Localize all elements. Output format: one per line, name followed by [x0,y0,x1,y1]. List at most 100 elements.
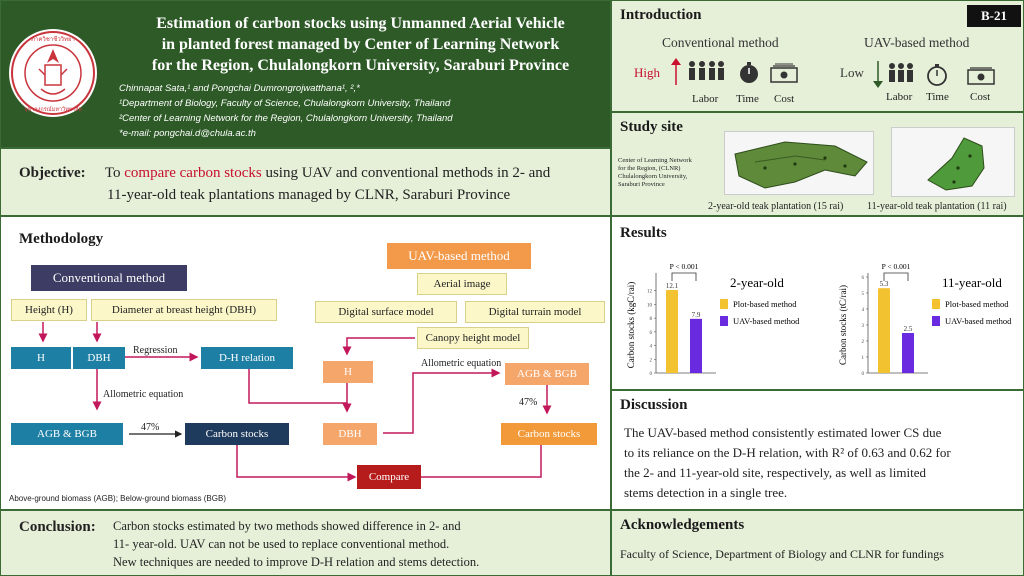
allometric-label-1: Allometric equation [103,389,184,400]
objective-panel: Objective: To compare carbon stocks usin… [0,148,611,216]
chart-0-ytick-label-5: 10 [647,303,653,308]
money-high-icon [770,63,798,83]
agb-bgb-box-conventional: AGB & BGB [11,423,123,445]
methodology-footnote: Above-ground biomass (AGB); Below-ground… [9,494,226,503]
h-box: H [11,347,71,369]
intro-cost-label-1: Cost [774,93,795,105]
intro-uav-label: UAV-based method [864,35,970,50]
chart-1-ylabel: Carbon stocks (tC/rai) [838,285,848,365]
chart-1-legend-swatch-1 [932,316,940,326]
university-seal-icon: ภาควิชาชีววิทยา จุฬาลงกรณ์มหาวิทยาลัย [11,31,95,115]
agb-bgb-box-uav: AGB & BGB [505,363,589,385]
acknowledgements-panel: Acknowledgements Faculty of Science, Dep… [611,510,1024,576]
chart-0-legend-swatch-0 [720,299,728,309]
conclusion-line-2: 11- year-old. UAV can not be used to rep… [113,537,450,551]
chart-1-legend-swatch-0 [932,299,940,309]
chart-0-ylabel: Carbon stocks (kgC/rai) [626,282,636,368]
chart-1-bar-0 [878,288,890,373]
intro-labor-label-2: Labor [886,91,913,103]
acknowledgements-text: Faculty of Science, Department of Biolog… [620,547,944,561]
chart-1-data-label-1: 2.5 [904,325,913,333]
carbon-stocks-box-conventional: Carbon stocks [185,423,289,445]
study-site-panel: Study site Center of Learning Network fo… [611,112,1024,216]
objective-text-post: using UAV and conventional methods in 2-… [261,165,551,181]
affiliation-2: ²Center of Learning Network for the Regi… [119,113,453,124]
chart-0-ytick-label-1: 2 [650,358,653,363]
labor-low-icon [889,63,913,82]
caption-line-3: Chulalongkorn University, [618,173,688,180]
compare-box: Compare [357,465,421,489]
chart-0-ytick-label-0: 0 [650,372,653,377]
poster-title: Estimation of carbon stocks using Unmann… [113,13,608,76]
objective-text-pre: To [104,165,125,181]
title-line-2: in planted forest managed by Center of L… [161,36,560,53]
discussion-line-3: the 2- and 11-year-old site, respectivel… [624,465,927,480]
chart-1-ytick-label-1: 1 [862,356,865,361]
results-charts: Carbon stocks (kgC/rai)02468101212.17.9P… [626,262,1012,377]
uav-method-header: UAV-based method [387,243,531,269]
chart-1-legend-label-0: Plot-based method [945,299,1009,309]
introduction-title: Introduction [620,7,702,23]
study-site-title: Study site [620,119,683,135]
objective-colon: : [80,165,86,181]
chart-0-ytick-label-2: 4 [650,345,653,350]
authors: Chinnapat Sata,¹ and Pongchai Dumrongroj… [119,83,360,94]
map-2yr-plot-shape [734,141,868,189]
chart-0-bar-1 [690,318,702,373]
chart-0-legend-swatch-1 [720,316,728,326]
money-low-icon [967,67,995,85]
introduction-panel: Introduction B-21 Conventional method UA… [611,0,1024,112]
methodology-title: Methodology [19,231,104,247]
discussion-line-4: stems detection in a single tree. [624,485,788,500]
chart-0-data-label-0: 12.1 [666,282,679,290]
chart-1-ytick-label-2: 2 [862,340,865,345]
affiliation-1: ¹Department of Biology, Faculty of Scien… [119,98,451,109]
methodology-panel: Methodology Conventional method UAV-base… [0,216,611,510]
chart-0-ytick-label-4: 8 [650,317,653,322]
chart-1-title: 11-year-old [942,275,1002,290]
pct-label-1: 47% [141,422,160,433]
chart-1-significance-bracket [883,272,909,281]
site-2-caption: 11-year-old teak plantation (11 rai) [867,201,1007,212]
stopwatch-low-icon [927,64,947,86]
conclusion-label: Conclusion: [19,519,96,535]
chart-1-ytick-label-0: 0 [862,372,865,377]
down-arrow-icon [873,61,883,88]
intro-low-label: Low [840,65,864,80]
intro-cost-label-2: Cost [970,91,991,103]
dh-relation-box: D-H relation [201,347,293,369]
stopwatch-high-icon [740,62,758,83]
title-line-1: Estimation of carbon stocks using Unmann… [156,15,565,32]
chart-0-title: 2-year-old [730,275,784,290]
chart-1-legend-label-1: UAV-based method [945,316,1012,326]
intro-time-label-2: Time [926,91,949,103]
regression-label: Regression [133,345,178,356]
chart-1-bar-1 [902,333,914,373]
chart-0-data-label-1: 7.9 [692,311,701,319]
discussion-line-1: The UAV-based method consistently estima… [624,425,942,440]
height-box: Height (H) [11,299,87,321]
conclusion-line-1: Carbon stocks estimated by two methods s… [113,519,461,533]
university-logo: ภาควิชาชีววิทยา จุฬาลงกรณ์มหาวิทยาลัย [9,29,97,117]
chart-0-significance-bracket [671,272,697,281]
discussion-title: Discussion [620,397,688,413]
conclusion-line-3: New techniques are needed to improve D-H… [113,555,480,569]
discussion-line-2: to its reliance on the D-H relation, wit… [624,445,951,460]
objective-highlight: compare carbon stocks [124,165,262,181]
discussion-panel: Discussion The UAV-based method consiste… [611,390,1024,510]
header-panel: ภาควิชาชีววิทยา จุฬาลงกรณ์มหาวิทยาลัย Es… [0,0,611,148]
intro-labor-label-1: Labor [692,93,719,105]
aerial-image-box: Aerial image [417,273,507,295]
intro-high-label: High [634,65,660,80]
study-site-caption: Center of Learning Network for the Regio… [618,157,692,189]
dtm-box: Digital turrain model [465,301,605,323]
results-title: Results [620,225,667,241]
svg-text:จุฬาลงกรณ์มหาวิทยาลัย: จุฬาลงกรณ์มหาวิทยาลัย [24,106,81,113]
objective-label: Objective [19,165,81,181]
contact-email: *e-mail: pongchai.d@chula.ac.th [119,128,256,139]
conventional-method-header: Conventional method [31,265,187,291]
chm-box: Canopy height model [417,327,529,349]
site-map-11yr [891,127,1015,197]
objective-line-2: 11-year-old teak plantations managed by … [107,187,511,203]
